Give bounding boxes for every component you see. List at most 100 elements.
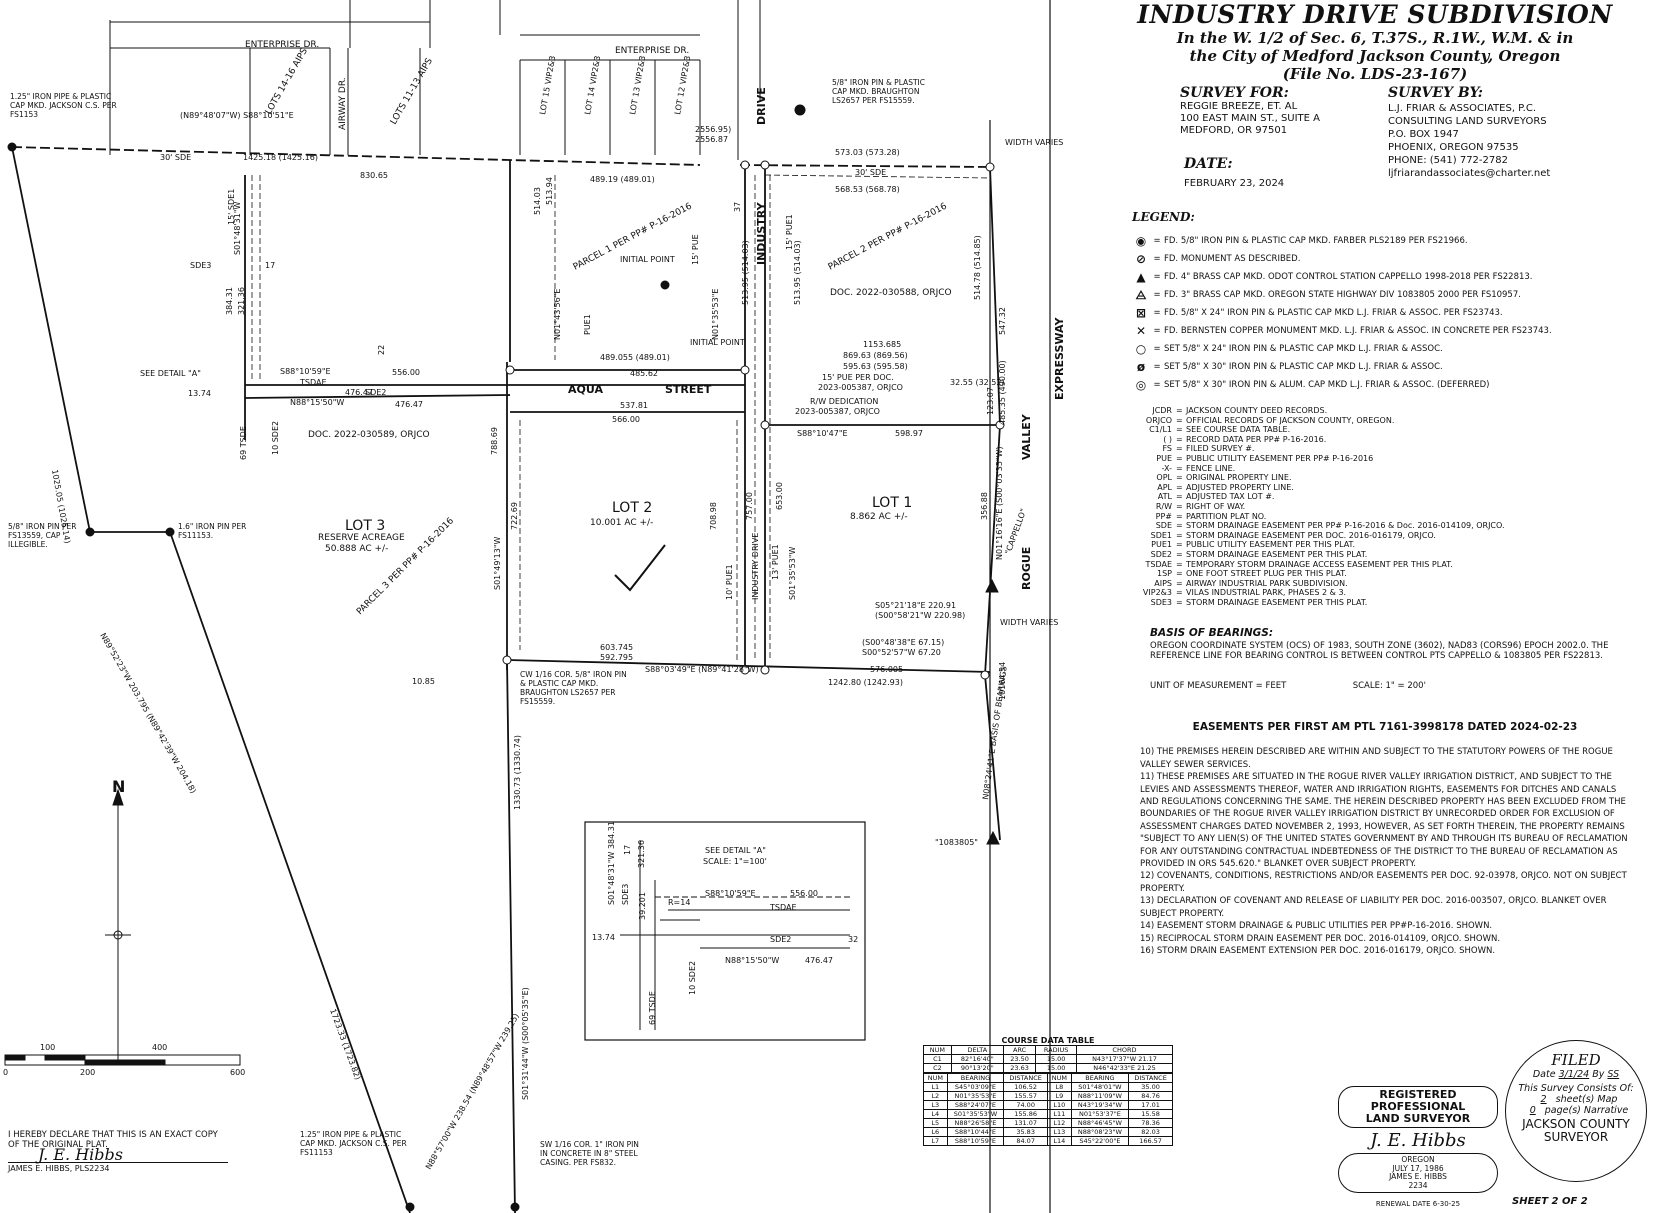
survey-by-email: ljfriarandassociates@charter.net xyxy=(1388,168,1551,179)
note-nw-pipe: 1.25" IRON PIPE & PLASTIC CAP MKD. JACKS… xyxy=(10,92,117,119)
lot-12-label: LOT 12 VIP2&3 xyxy=(673,55,692,115)
filed-stamp: FILED Date 3/1/24 By SS This Survey Cons… xyxy=(1505,1040,1647,1182)
legend-item: ◎ = SET 5/8" X 30" IRON PIN & ALUM. CAP … xyxy=(1132,376,1647,394)
abbreviation-value: PARTITION PLAT NO. xyxy=(1186,511,1267,521)
dist-722: 722.69 xyxy=(510,502,519,530)
boundary-lines xyxy=(11,146,1001,1213)
dist-13: 13.74 xyxy=(188,389,211,398)
width-13pue1: 13' PUE1 xyxy=(771,544,780,580)
abbreviation-row: -X-=FENCE LINE. xyxy=(1132,464,1647,474)
monument-se-icon xyxy=(405,1202,415,1212)
dist-653: 653.00 xyxy=(775,482,784,510)
abbreviation-row: TSDAE=TEMPORARY STORM DRAINAGE ACCESS EA… xyxy=(1132,560,1647,570)
dist-568: 568.53 (568.78) xyxy=(835,185,900,194)
monument-e2-icon xyxy=(980,670,990,680)
monument-ne-corner-icon xyxy=(794,104,806,116)
date-block: DATE: FEBRUARY 23, 2024 xyxy=(1184,156,1364,189)
abbreviation-value: STORM DRAINAGE EASEMENT PER THIS PLAT. xyxy=(1186,549,1368,559)
bearing-n8952: N89°52'23"W 203.795 (N89°42'39"W 204.18) xyxy=(98,632,198,795)
legend-text: FD. 5/8" X 24" IRON PIN & PLASTIC CAP MK… xyxy=(1164,308,1503,318)
dist-489: 489.19 (489.01) xyxy=(590,175,655,184)
legend-text: SET 5/8" X 24" IRON PIN & PLASTIC CAP MK… xyxy=(1164,344,1443,354)
dist-514: 514.78 (514.85) xyxy=(973,235,982,300)
monument-e1-icon xyxy=(995,420,1005,430)
lot-1-label: LOT 1 xyxy=(872,495,912,511)
table-cell: BEARING xyxy=(1070,1073,1130,1083)
abbreviation-key: ORJCO xyxy=(1145,415,1172,425)
monument-w2-icon xyxy=(165,527,175,537)
abbreviation-key: SDE xyxy=(1155,521,1172,531)
width-15pue: 15' PUE xyxy=(691,234,700,265)
easement-item: 11) THESE PREMISES ARE SITUATED IN THE R… xyxy=(1140,772,1628,870)
dist-595: 595.63 (595.58) xyxy=(843,362,908,371)
table-cell: L14 xyxy=(1047,1136,1072,1146)
monument-markers xyxy=(7,104,1005,1212)
abbreviation-row: OPL=ORIGINAL PROPERTY LINE. xyxy=(1132,473,1647,483)
monument-street4-icon xyxy=(740,665,750,675)
stamp-header: REGISTERED PROFESSIONAL LAND SURVEYOR xyxy=(1338,1086,1498,1128)
abbreviation-value: RIGHT OF WAY. xyxy=(1186,501,1246,511)
dist-513c: 513.94 xyxy=(545,177,554,205)
monument-w-icon xyxy=(85,527,95,537)
abbreviation-value: PUBLIC UTILITY EASEMENT PER THIS PLAT. xyxy=(1186,540,1356,550)
table-cell: CHORD xyxy=(1075,1045,1174,1055)
table-cell: 78.36 xyxy=(1128,1118,1173,1128)
abbreviation-value: SEE COURSE DATA TABLE. xyxy=(1186,425,1291,435)
table-cell: 166.57 xyxy=(1128,1136,1173,1146)
detail-a-bearing2: N88°15'50"W xyxy=(725,956,779,965)
bearing-n8857: N88°57'00"W 238.54 (N89°48'57"W 239.25) xyxy=(424,1012,521,1171)
easement-item: 14) EASEMENT STORM DRAINAGE & PUBLIC UTI… xyxy=(1140,921,1493,932)
detail-a-69: 69 TSDE xyxy=(648,991,657,1025)
abbreviation-value: PUBLIC UTILITY EASEMENT PER PP# P-16-201… xyxy=(1186,453,1374,463)
filed-pages-row: 0 page(s) Narrative xyxy=(1506,1105,1646,1116)
width-varies-1: WIDTH VARIES xyxy=(1005,138,1063,147)
table-cell: S45°22'00"E xyxy=(1070,1136,1130,1146)
detail-a-scale: SCALE: 1"=100' xyxy=(703,857,767,866)
table-cell: 35.83 xyxy=(1003,1127,1049,1137)
abbreviation-list: JCDR=JACKSON COUNTY DEED RECORDS.ORJCO=O… xyxy=(1132,406,1647,607)
dist-485b: 485.35 (490.00) xyxy=(998,360,1007,425)
dist-32: 32.55 (32.52) xyxy=(950,378,1005,387)
table-cell: C1 xyxy=(923,1054,952,1064)
abbreviation-key: -X- xyxy=(1161,463,1172,473)
abbreviation-value: AIRWAY INDUSTRIAL PARK SUBDIVISION. xyxy=(1186,578,1348,588)
note-ne-pin: 5/8" IRON PIN & PLASTIC CAP MKD. BRAUGHT… xyxy=(832,78,925,105)
stamp-seal-line: JAMES E. HIBBS xyxy=(1389,1172,1447,1181)
industry-label: INDUSTRY xyxy=(755,201,768,265)
table-cell: 155.57 xyxy=(1003,1091,1049,1101)
legend-item: ⊘ = FD. MONUMENT AS DESCRIBED. xyxy=(1132,250,1647,268)
detail-a-32: 32 xyxy=(848,935,858,944)
dist-513a: 513.95 (514.03) xyxy=(741,240,750,305)
aqua-label: AQUA xyxy=(568,383,603,396)
table-cell: 35.00 xyxy=(1128,1082,1173,1092)
table-cell: DISTANCE xyxy=(1128,1073,1173,1083)
table-cell: 74.00 xyxy=(1003,1100,1049,1110)
scale-400: 400 xyxy=(152,1043,167,1052)
table-cell: N01°53'37"E xyxy=(1070,1109,1130,1119)
abbreviation-key: AIPS xyxy=(1154,578,1172,588)
detail-a-sde3: SDE3 xyxy=(621,884,630,905)
table-cell: N88°11'09"W xyxy=(1070,1091,1130,1101)
abbreviation-value: ADJUSTED PROPERTY LINE. xyxy=(1186,482,1294,492)
stamp-header-line: LAND SURVEYOR xyxy=(1365,1112,1471,1125)
dist-598: 598.97 xyxy=(895,429,923,438)
bearing-s0131: S01°31'44"W (S00°05'35"E) xyxy=(521,987,530,1100)
dist-514b: 514.03 xyxy=(533,187,542,215)
table-cell: 82.03 xyxy=(1128,1127,1173,1137)
table-cell: 23.63 xyxy=(1002,1063,1037,1073)
dist-s0052: S00°52'57"W 67.20 xyxy=(862,648,941,657)
table-cell: L3 xyxy=(923,1100,948,1110)
legend-item: ○ = SET 5/8" X 24" IRON PIN & PLASTIC CA… xyxy=(1132,340,1647,358)
table-cell: 84.07 xyxy=(1003,1136,1049,1146)
table-cell: N43°19'34"W xyxy=(1070,1100,1130,1110)
table-cell: N88°26'58"E xyxy=(946,1118,1005,1128)
abbreviation-value: VILAS INDUSTRIAL PARK, PHASES 2 & 3. xyxy=(1186,588,1347,598)
dist-576: 576.005 xyxy=(870,665,903,674)
detail-a-box xyxy=(584,821,866,1041)
course-table-caption: COURSE DATA TABLE xyxy=(1001,1036,1095,1045)
lot-14-label: LOT 14 VIP2&3 xyxy=(583,55,602,115)
detail-a-384: S01°48'31"W 384.31 xyxy=(607,821,616,905)
table-cell: L1 xyxy=(923,1082,948,1092)
